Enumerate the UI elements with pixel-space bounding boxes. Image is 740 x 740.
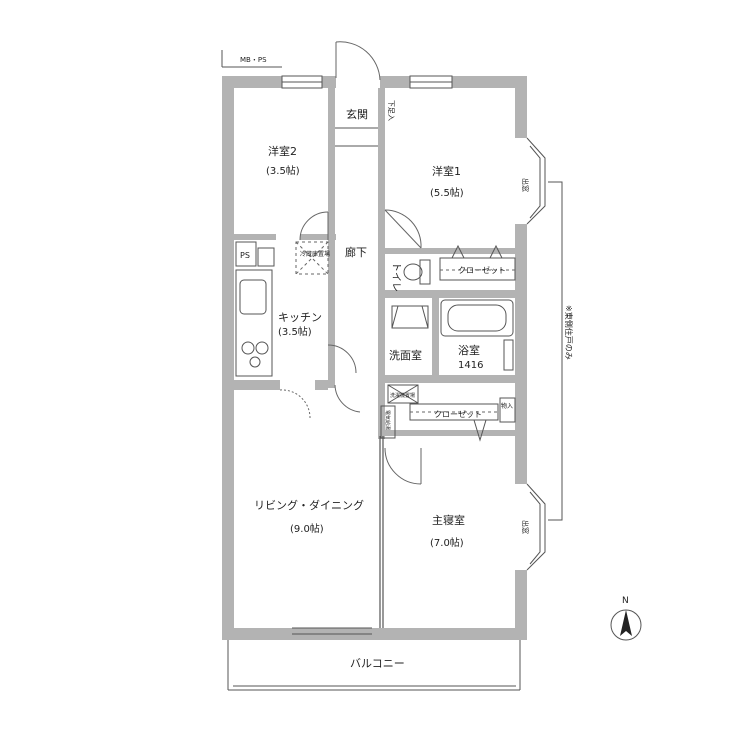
mbps-label: MB・PS: [240, 56, 267, 64]
toilet-fixture: [403, 259, 431, 285]
interior-walls: [234, 88, 515, 628]
balcony-label: バルコニー: [350, 657, 405, 670]
note-bracket: ※東側住戸のみ: [548, 181, 574, 521]
living-size: (9.0帖): [290, 522, 324, 535]
storage-label: 物入: [501, 402, 513, 410]
yoshitsu2-label: 洋室2: [268, 144, 297, 158]
genkan-label: 玄関: [346, 107, 368, 121]
washroom-sink: [391, 305, 429, 329]
interior-doors: [279, 209, 422, 485]
bay-window-south: [515, 483, 546, 571]
yokushitsu-label: 浴室: [458, 343, 480, 357]
bedroom-size: (7.0帖): [430, 536, 464, 549]
demado-label-2: 出窓: [521, 520, 530, 534]
storage-box: 物入: [499, 397, 516, 423]
laundry-box: [387, 384, 419, 404]
heater-label: 電気給湯: [384, 410, 391, 430]
heater-box: [380, 405, 396, 439]
fridge-label: 冷蔵庫置場: [300, 250, 330, 258]
bay-window-north: [515, 137, 546, 225]
bathtub: [440, 299, 514, 371]
yoshitsu1-size: (5.5帖): [430, 186, 464, 199]
top-windows: [281, 75, 453, 89]
fridge-space: [295, 241, 329, 275]
laundry-label: 洗濯機置場: [390, 392, 415, 399]
note-label: ※東側住戸のみ: [564, 305, 574, 360]
getabako-label: 下足入: [387, 100, 395, 121]
ps-label: PS: [240, 251, 250, 260]
closet-label-2: クローゼット: [434, 409, 482, 419]
kitchen-counter: [235, 269, 273, 377]
yoshitsu1-label: 洋室1: [432, 164, 461, 178]
closet-label-1: クローゼット: [458, 265, 506, 275]
kitchen-size: (3.5帖): [278, 325, 312, 338]
north-label: N: [622, 596, 629, 606]
closet-yoshitsu1: クローゼット: [439, 244, 516, 281]
north-arrow: N: [610, 596, 642, 641]
outer-walls: [222, 76, 527, 640]
kitchen-label: キッチン: [278, 311, 322, 324]
mbps-box: MB・PS: [221, 50, 282, 68]
bedroom-label: 主寝室: [432, 513, 465, 527]
senmen-label: 洗面室: [389, 348, 422, 362]
demado-label-1: 出窓: [521, 178, 530, 192]
entrance-door: [335, 41, 381, 88]
living-label: リビング・ダイニング: [254, 498, 364, 512]
toilet-label: トイレ: [390, 262, 401, 292]
roka-label: 廊下: [345, 245, 367, 259]
yokushitsu-size: 1416: [458, 360, 483, 371]
yoshitsu2-size: (3.5帖): [266, 164, 300, 177]
ps-box: PS: [235, 241, 275, 267]
closet-bedroom: クローゼット: [409, 403, 499, 442]
balcony: バルコニー: [227, 627, 521, 691]
